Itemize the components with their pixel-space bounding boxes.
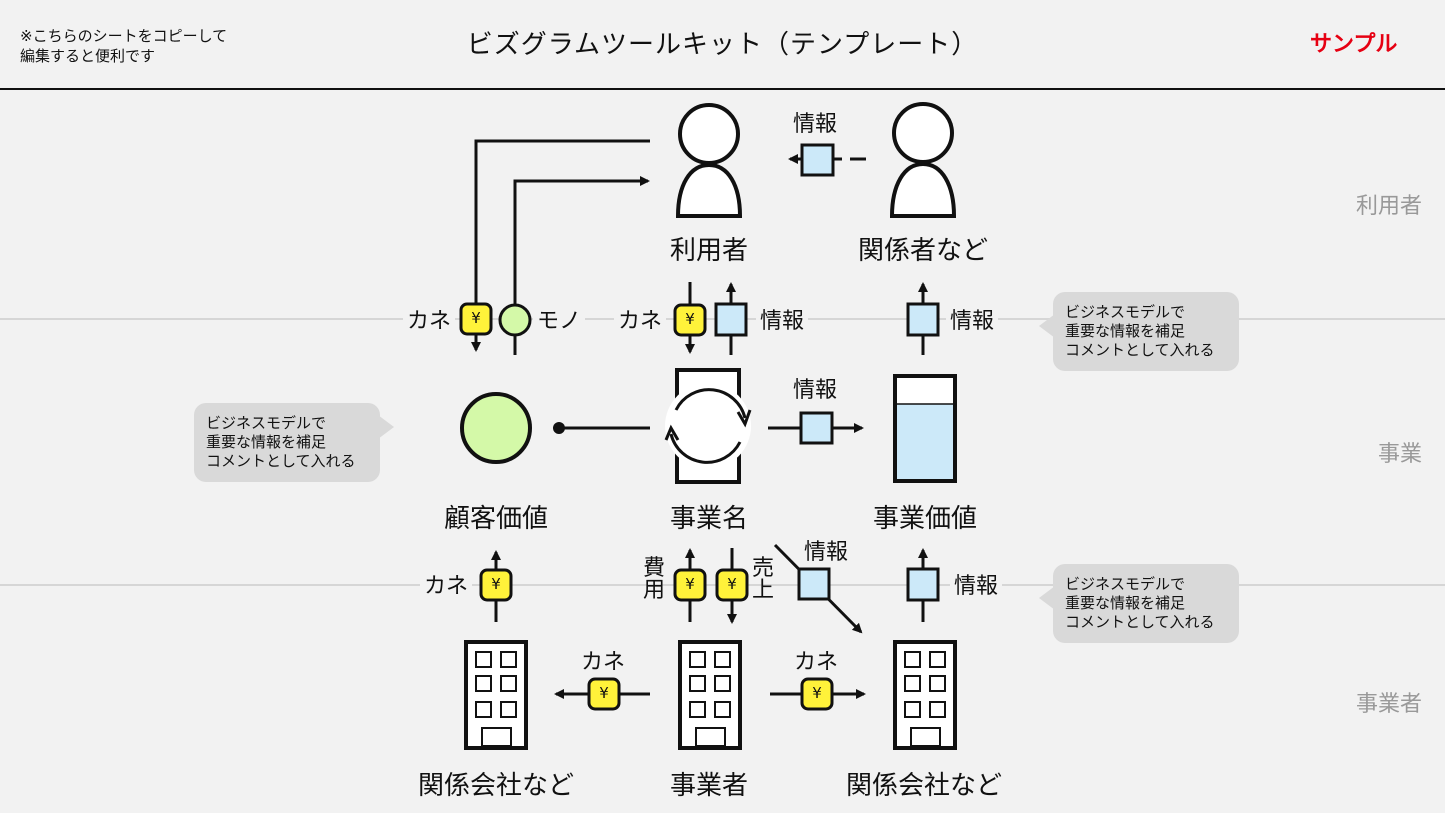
business-cycle-icon [664, 368, 752, 484]
business-value-icon [893, 374, 957, 483]
money-token-2 [673, 303, 707, 337]
money-token-left [587, 677, 621, 711]
node-label-affiliate-right: 関係会社など [845, 771, 1002, 801]
yen-icon: ¥ [685, 310, 695, 328]
comment-line: コメントとして入れる [1065, 341, 1215, 359]
node-label-user: 利用者 [669, 236, 748, 266]
elbow-connector-money [471, 139, 650, 352]
flow-label-info-top: 情報 [789, 106, 842, 138]
note-line-1: ※こちらのシートをコピーして [20, 27, 228, 45]
comment-line: コメントとして入れる [1065, 613, 1215, 631]
cost-token [673, 568, 707, 602]
comment-line: 重要な情報を補足 [1065, 322, 1186, 340]
flow-label-money-2: カネ [614, 303, 667, 335]
node-label-customer-value: 顧客価値 [443, 504, 548, 534]
money-token-right [800, 677, 834, 711]
flow-label-info-3: 情報 [946, 303, 999, 335]
yen-icon: ¥ [685, 575, 695, 593]
flow-label-info-diag: 情報 [804, 540, 849, 565]
comment-bubble[interactable]: ビジネスモデルで 重要な情報を補足 コメントとして入れる [1039, 564, 1239, 643]
building-icon-right [893, 640, 957, 750]
comment-line: ビジネスモデルで [206, 414, 327, 432]
sample-badge: サンプル [1310, 32, 1398, 57]
page-title: ビズグラムツールキット（テンプレート） [466, 30, 979, 60]
info-token-mid [799, 411, 834, 445]
lane-label-user: 利用者 [1355, 194, 1422, 219]
comment-line: コメントとして入れる [206, 452, 356, 470]
node-label-operator: 事業者 [669, 771, 748, 801]
lane-label-operator: 事業者 [1355, 692, 1422, 717]
yen-icon: ¥ [491, 575, 501, 593]
note-line-2: 編集すると便利です [20, 47, 156, 65]
header-note: ※こちらのシートをコピーして 編集すると便利です [20, 26, 227, 66]
yen-icon: ¥ [812, 684, 822, 702]
goods-token [498, 303, 532, 337]
flow-label-info-mid: 情報 [789, 372, 842, 404]
node-label-business-value: 事業価値 [872, 504, 977, 534]
stakeholder-person-icon [889, 102, 957, 218]
elbow-connector-goods [513, 176, 650, 355]
info-token-low [906, 567, 940, 602]
comment-line: 重要な情報を補足 [1065, 594, 1186, 612]
comment-line: 重要な情報を補足 [206, 433, 327, 451]
comment-line: ビジネスモデルで [1065, 575, 1186, 593]
building-icon-operator [678, 640, 742, 750]
yen-icon: ¥ [471, 309, 481, 327]
flow-label-sales: 売上 [751, 556, 774, 603]
info-token-diag [797, 567, 831, 601]
flow-label-money-low: カネ [420, 568, 473, 600]
node-label-stakeholders: 関係者など [857, 236, 988, 266]
money-token-1 [459, 302, 493, 336]
money-token-low [479, 568, 513, 602]
flow-label-info-2: 情報 [756, 303, 809, 335]
sales-token [715, 568, 749, 602]
flow-label-info-low: 情報 [950, 568, 1003, 600]
flow-label-money-right: カネ [794, 650, 839, 675]
building-icon-left [464, 640, 528, 750]
user-person-icon [675, 103, 743, 218]
value-connector [553, 422, 650, 434]
comment-bubble[interactable]: ビジネスモデルで 重要な情報を補足 コメントとして入れる [1039, 292, 1239, 371]
flow-label-goods: モノ [533, 303, 586, 335]
info-flow-top [788, 143, 866, 177]
header-divider [0, 88, 1445, 90]
node-label-affiliate-left: 関係会社など [417, 771, 574, 801]
yen-icon: ¥ [727, 575, 737, 593]
info-token-2 [714, 302, 748, 337]
customer-value-icon [460, 392, 532, 464]
yen-icon: ¥ [599, 684, 609, 702]
flow-label-money-1: カネ [403, 303, 456, 335]
lane-label-business: 事業 [1377, 442, 1422, 467]
flow-label-cost: 費用 [642, 556, 665, 603]
info-token-3 [906, 302, 940, 337]
node-label-business-name: 事業名 [669, 504, 748, 534]
comment-line: ビジネスモデルで [1065, 303, 1186, 321]
comment-bubble[interactable]: ビジネスモデルで 重要な情報を補足 コメントとして入れる [194, 403, 394, 482]
flow-label-money-left: カネ [581, 650, 626, 675]
